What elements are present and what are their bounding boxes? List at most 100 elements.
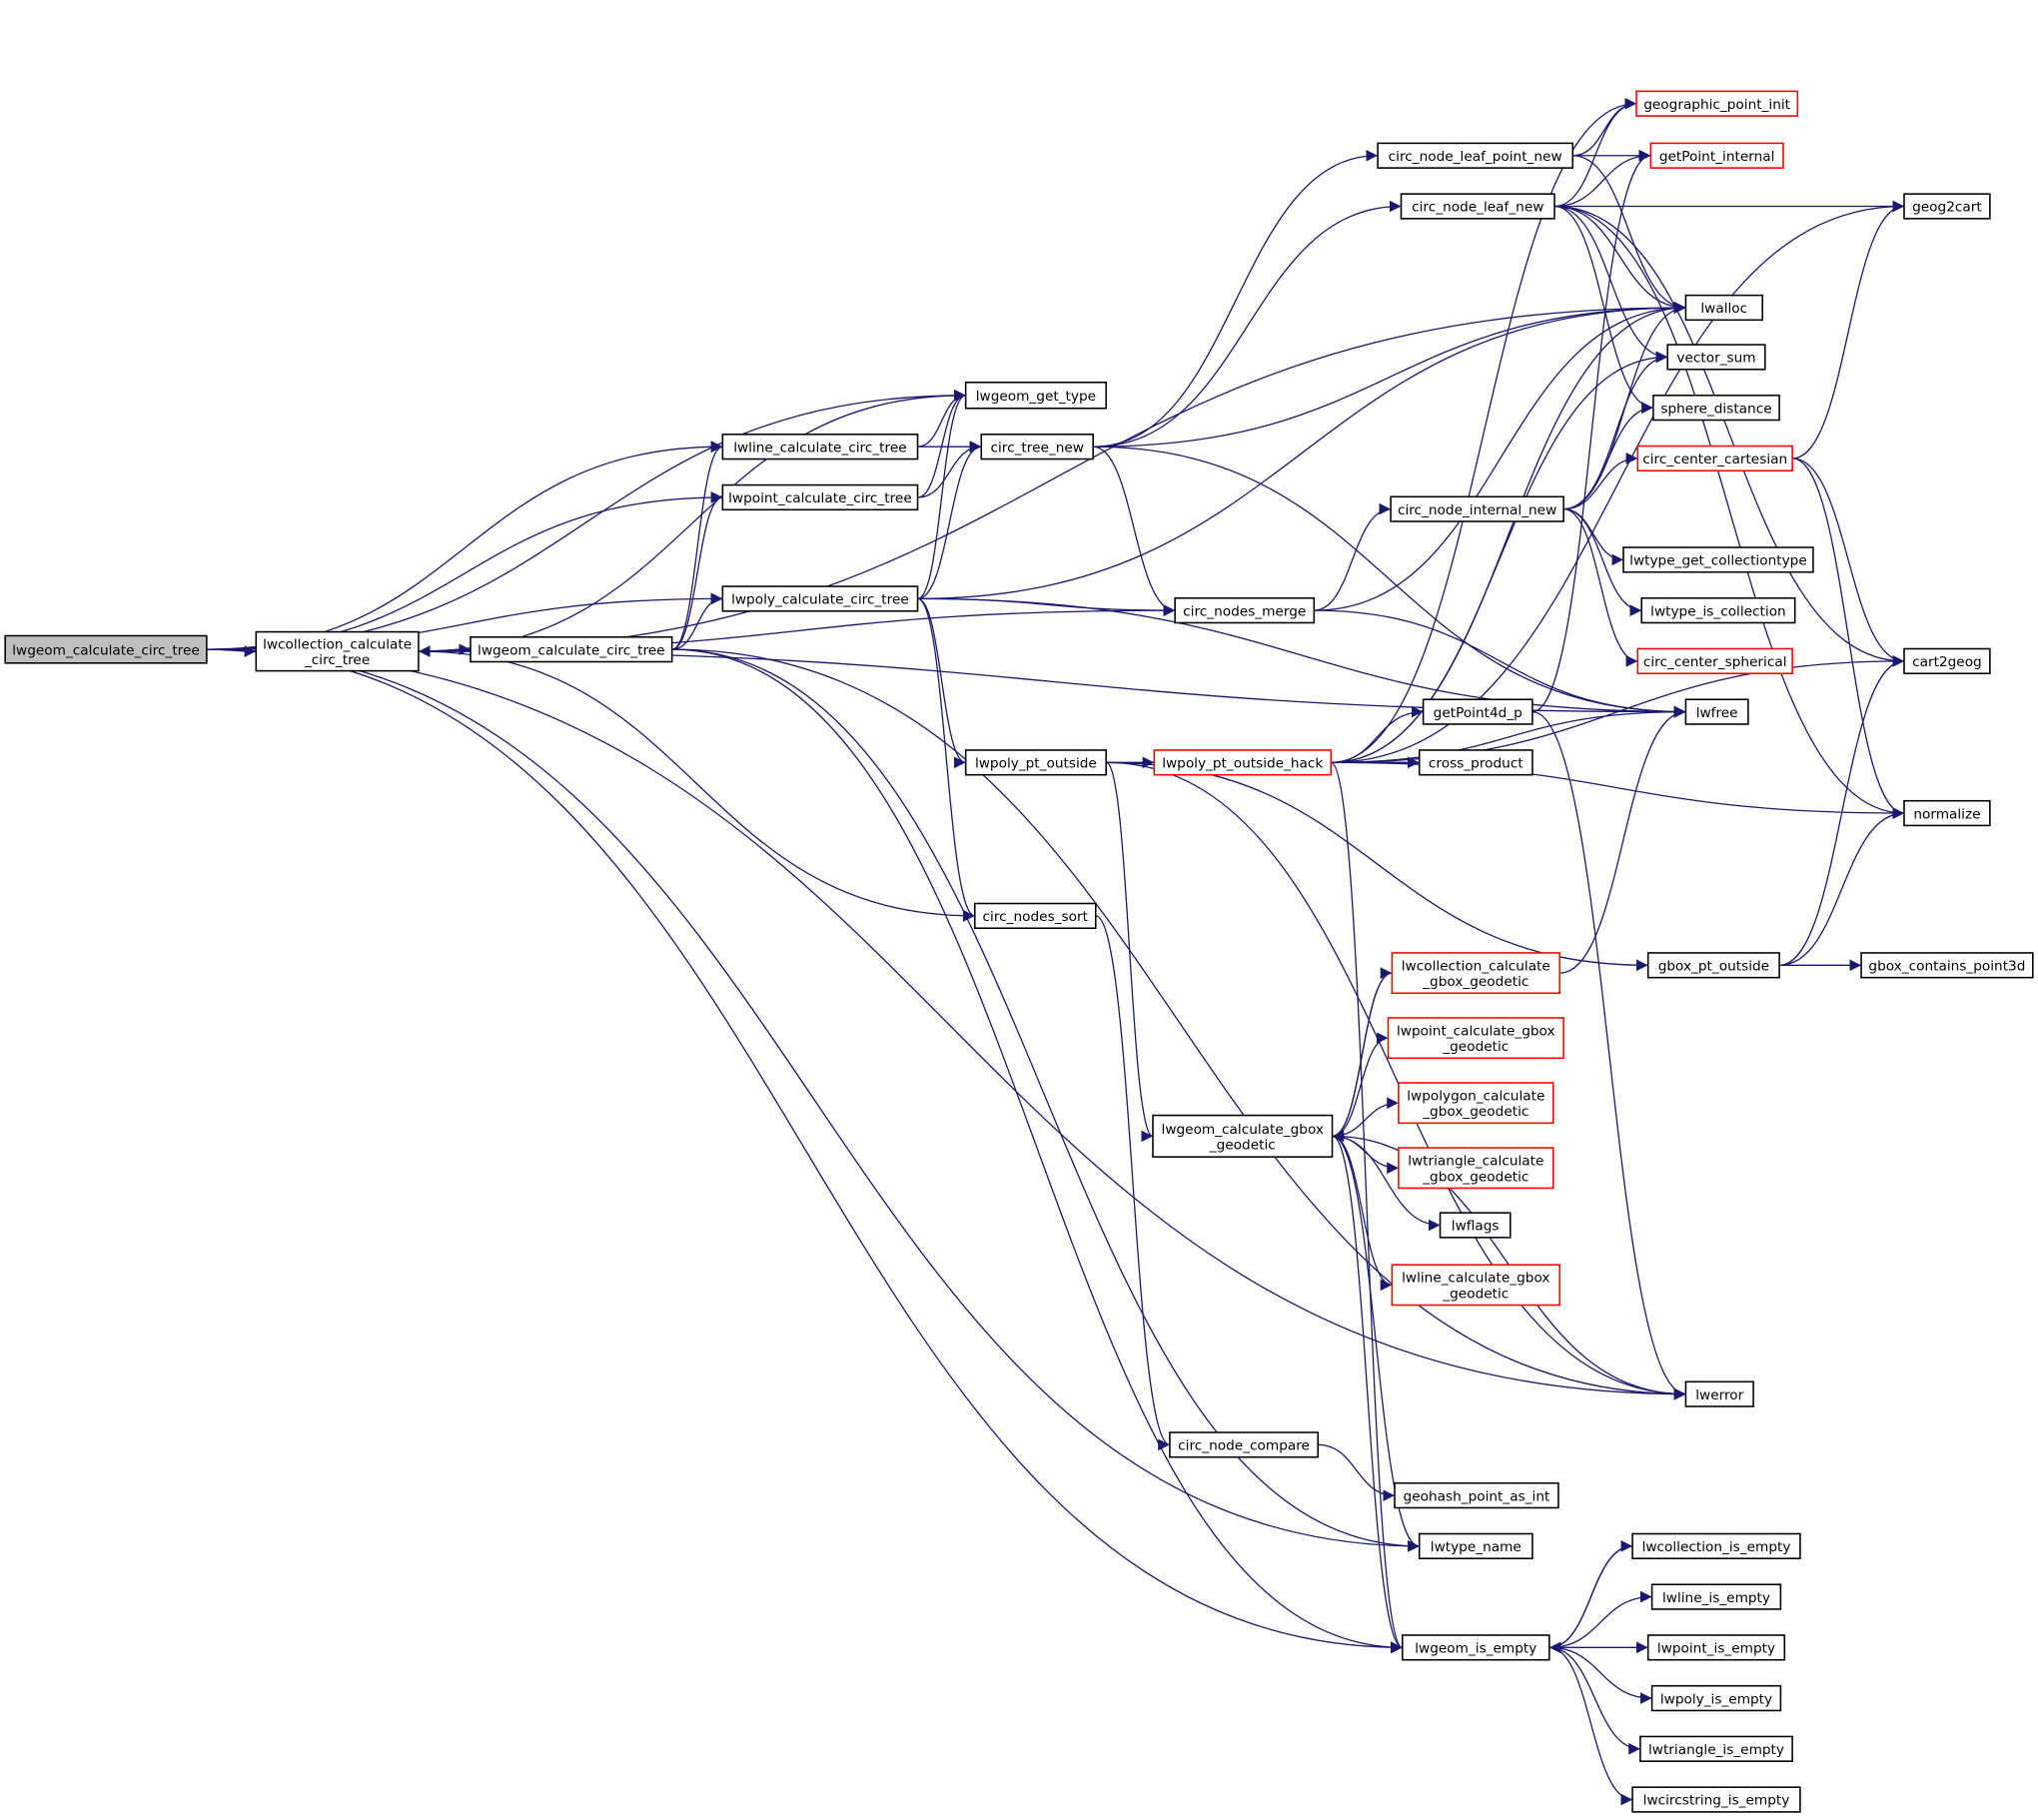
node-label: cart2geog: [1912, 654, 1982, 670]
edge-geom_gbox-to-polygon_gbox: [1332, 1097, 1399, 1138]
node-line[interactable]: lwline_calculate_circ_tree: [721, 434, 919, 460]
node-merge[interactable]: circ_nodes_merge: [1174, 596, 1316, 624]
node-is_empty[interactable]: lwgeom_is_empty: [1402, 1634, 1550, 1661]
node-sort[interactable]: circ_nodes_sort: [973, 902, 1097, 929]
node-vector_sum[interactable]: vector_sum: [1666, 344, 1766, 371]
edge-geom_gbox-to-is_empty: [1332, 1135, 1404, 1654]
node-internal[interactable]: circ_node_internal_new: [1390, 495, 1564, 522]
node-label: gbox_pt_outside: [1658, 958, 1769, 974]
edge-leaf-to-normalize: [1554, 205, 1904, 819]
node-line_gbox[interactable]: lwline_calculate_gbox_geodetic: [1391, 1264, 1561, 1307]
node-box: [1649, 142, 1784, 169]
node-cc_cart[interactable]: circ_center_cartesian: [1636, 445, 1793, 472]
node-polygon_gbox[interactable]: lwpolygon_calculate_gbox_geodetic: [1398, 1082, 1554, 1125]
node-label: lwline_calculate_circ_tree: [733, 440, 906, 455]
edge-is_empty-to-line_empty: [1548, 1590, 1652, 1648]
edge-leaf-to-geo_init: [1554, 97, 1636, 208]
node-poly_empty[interactable]: lwpoly_is_empty: [1650, 1684, 1782, 1712]
node-root[interactable]: lwgeom_calculate_circ_tree: [4, 634, 208, 664]
node-leaf[interactable]: circ_node_leaf_new: [1400, 193, 1555, 220]
edge-cc_cart-to-normalize: [1792, 457, 1905, 819]
edge-internal-to-get_colltype: [1563, 507, 1623, 566]
node-label: circ_node_internal_new: [1398, 502, 1556, 518]
node-cc_sph[interactable]: circ_center_spherical: [1636, 647, 1793, 674]
node-tri_gbox[interactable]: lwtriangle_calculate_gbox_geodetic: [1398, 1147, 1554, 1190]
node-circ_empty[interactable]: lwcircstring_is_empty: [1631, 1786, 1801, 1813]
edge-geom_gbox-to-type_name: [1332, 1135, 1420, 1552]
node-tree_new[interactable]: circ_tree_new: [980, 434, 1094, 460]
node-lwerror[interactable]: lwerror: [1684, 1380, 1754, 1407]
node-getpoint_int[interactable]: getPoint_internal: [1649, 142, 1784, 169]
node-box: [1398, 1147, 1554, 1190]
node-normalize[interactable]: normalize: [1903, 799, 1991, 827]
node-sphere[interactable]: sphere_distance: [1652, 395, 1780, 422]
node-label: lwpoly_pt_outside: [975, 756, 1097, 772]
node-coll[interactable]: lwcollection_calculate_circ_tree: [255, 630, 420, 672]
edge-is_empty-to-poly_empty: [1548, 1646, 1652, 1704]
node-label: lwpoly_calculate_circ_tree: [731, 592, 909, 608]
edge-tree_new-to-leaf_point: [1093, 149, 1379, 448]
node-geohash[interactable]: geohash_point_as_int: [1394, 1481, 1559, 1509]
node-point[interactable]: lwpoint_calculate_circ_tree: [721, 483, 919, 511]
edge-internal-to-is_coll: [1563, 507, 1642, 616]
edge-geom2-to-type_name: [671, 648, 1420, 1552]
edge-leaf-to-getpoint_int: [1554, 149, 1651, 208]
node-box: [1639, 1735, 1793, 1762]
node-get_type[interactable]: lwgeom_get_type: [964, 382, 1107, 410]
edge-geom2-to-lwerror: [671, 648, 1686, 1400]
node-compare[interactable]: circ_node_compare: [1169, 1431, 1320, 1458]
node-label: circ_center_spherical: [1643, 654, 1787, 670]
node-box: [1390, 495, 1564, 522]
edge-root-to-line: [206, 441, 723, 650]
node-type_name[interactable]: lwtype_name: [1418, 1532, 1533, 1559]
node-geom_gbox[interactable]: lwgeom_calculate_gbox_geodetic: [1152, 1114, 1334, 1158]
node-label: lwgeom_calculate_circ_tree: [12, 642, 200, 658]
node-lwalloc[interactable]: lwalloc: [1684, 294, 1763, 322]
node-label: lwpoly_is_empty: [1660, 1691, 1772, 1707]
node-point_empty[interactable]: lwpoint_is_empty: [1646, 1634, 1786, 1661]
node-box: [1418, 1532, 1533, 1559]
edge-getpoint4d-to-lwerror: [1531, 710, 1686, 1400]
edge-is_empty-to-tri_empty: [1548, 1646, 1640, 1755]
edge-geom_gbox-to-coll_gbox: [1332, 967, 1393, 1138]
node-lwflags[interactable]: lwflags: [1439, 1212, 1512, 1239]
node-point_gbox[interactable]: lwpoint_calculate_gbox_geodetic: [1387, 1017, 1564, 1060]
node-box: [1418, 749, 1533, 776]
node-gbox_out[interactable]: gbox_pt_outside: [1646, 952, 1780, 979]
node-label: lwtype_get_collectiontype: [1629, 553, 1807, 569]
node-tri_empty[interactable]: lwtriangle_is_empty: [1639, 1735, 1793, 1762]
node-box: [1684, 1380, 1754, 1407]
node-poly[interactable]: lwpoly_calculate_circ_tree: [721, 585, 919, 612]
node-is_coll[interactable]: lwtype_is_collection: [1640, 596, 1796, 624]
node-box: [1174, 596, 1316, 624]
edge-hack-to-geog2cart: [1331, 200, 1904, 763]
node-getpoint4d[interactable]: getPoint4d_p: [1422, 698, 1533, 725]
node-coll_gbox[interactable]: lwcollection_calculate_gbox_geodetic: [1391, 952, 1561, 995]
node-label: lwgeom_get_type: [976, 389, 1096, 405]
node-box: [1640, 596, 1796, 624]
node-cross[interactable]: cross_product: [1418, 749, 1533, 776]
node-geo_init[interactable]: geographic_point_init: [1635, 90, 1799, 117]
edge-poly-to-merge: [917, 597, 1176, 616]
edge-geom2-to-is_empty: [671, 648, 1403, 1654]
node-line_empty[interactable]: lwline_is_empty: [1650, 1583, 1782, 1610]
node-label: lwpoint_calculate_circ_tree: [728, 490, 912, 506]
node-box: [1903, 799, 1991, 827]
edge-poly-to-pt_outside: [917, 597, 966, 769]
node-geom2[interactable]: lwgeom_calculate_circ_tree: [470, 636, 673, 663]
node-coll_empty[interactable]: lwcollection_is_empty: [1631, 1532, 1801, 1559]
node-cart2geog[interactable]: cart2geog: [1903, 647, 1991, 674]
node-gbox_c3d[interactable]: gbox_contains_point3d: [1860, 952, 2034, 979]
node-geog2cart[interactable]: geog2cart: [1903, 193, 1991, 220]
node-box: [973, 902, 1097, 929]
node-label: circ_node_leaf_point_new: [1389, 149, 1562, 165]
node-lwfree[interactable]: lwfree: [1684, 698, 1749, 725]
edge-hack-to-lwfree: [1331, 705, 1686, 763]
node-box: [1398, 1082, 1554, 1125]
node-leaf_point[interactable]: circ_node_leaf_point_new: [1377, 142, 1574, 169]
node-pt_outside[interactable]: lwpoly_pt_outside: [964, 749, 1107, 776]
edge-root-to-point: [206, 491, 723, 650]
node-get_colltype[interactable]: lwtype_get_collectiontype: [1622, 546, 1814, 573]
node-hack[interactable]: lwpoly_pt_outside_hack: [1153, 749, 1333, 776]
